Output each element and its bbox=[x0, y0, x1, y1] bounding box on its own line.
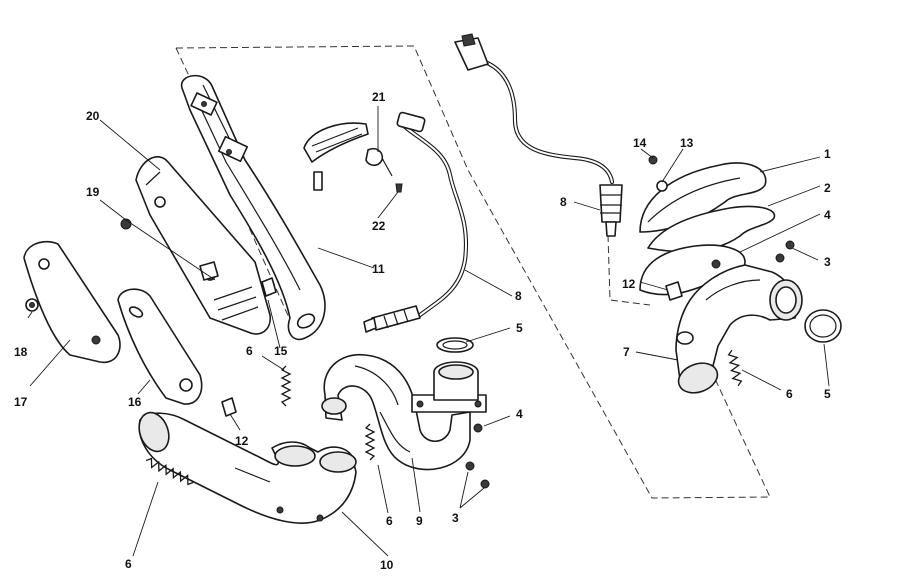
part-6-spring-far-right bbox=[727, 349, 743, 387]
part-3-nut-middle-b bbox=[480, 479, 490, 489]
callout-6-center-left: 6 bbox=[246, 344, 253, 358]
part-8-sensor-right bbox=[454, 33, 623, 237]
callouts: 1 2 3 3 4 4 5 5 6 6 6 6 7 8 8 9 10 11 12… bbox=[14, 90, 831, 572]
callout-3-right: 3 bbox=[824, 255, 831, 269]
callout-21: 21 bbox=[372, 90, 386, 104]
callout-4-right: 4 bbox=[824, 208, 831, 222]
callout-6-bottom-left: 6 bbox=[125, 557, 132, 571]
part-5-gasket-right-inner bbox=[809, 314, 837, 338]
sensor-guide-line bbox=[607, 234, 651, 306]
callout-19: 19 bbox=[86, 185, 100, 199]
part-12-clip-left bbox=[221, 397, 237, 417]
callout-5-middle: 5 bbox=[516, 321, 523, 335]
part-10-lower-pipe bbox=[138, 411, 357, 524]
part-5-gasket-left bbox=[436, 337, 474, 353]
callout-13: 13 bbox=[680, 136, 694, 150]
callout-6-far-right: 6 bbox=[786, 387, 793, 401]
part-15-clip bbox=[261, 277, 277, 297]
leader-lines bbox=[27, 106, 830, 557]
part-4-nut-middle bbox=[473, 423, 483, 433]
callout-20: 20 bbox=[86, 109, 100, 123]
callout-2: 2 bbox=[824, 181, 831, 195]
callout-15: 15 bbox=[274, 344, 288, 358]
callout-16: 16 bbox=[128, 395, 142, 409]
assembly-boundary bbox=[175, 45, 771, 499]
part-5-gasket-left-inner bbox=[442, 340, 468, 350]
part-6-spring-right bbox=[364, 423, 376, 461]
part-21-bracket bbox=[303, 122, 393, 191]
callout-8-right-sensor: 8 bbox=[560, 195, 567, 209]
part-11-link-pipe bbox=[181, 74, 326, 341]
part-6-spring-center bbox=[280, 365, 292, 407]
callout-14: 14 bbox=[633, 136, 647, 150]
part-13-washer bbox=[656, 180, 668, 192]
part-12-clip-right bbox=[665, 281, 683, 301]
callout-4-middle: 4 bbox=[516, 407, 523, 421]
part-17-outer-shield bbox=[23, 240, 121, 364]
part-6-spring-left bbox=[145, 457, 194, 486]
part-14-screw bbox=[648, 155, 658, 165]
callout-10: 10 bbox=[380, 558, 394, 572]
callout-22: 22 bbox=[372, 219, 386, 233]
part-4-cover bbox=[639, 244, 746, 296]
part-8-sensor-left bbox=[363, 111, 469, 333]
callout-18: 18 bbox=[14, 345, 28, 359]
callout-12-left: 12 bbox=[235, 434, 249, 448]
part-16-inner-shield bbox=[117, 288, 203, 405]
callout-9: 9 bbox=[416, 514, 423, 528]
part-22-bolt bbox=[395, 183, 403, 193]
callout-6-center: 6 bbox=[386, 514, 393, 528]
part-3-nut-right-a bbox=[785, 240, 795, 250]
callout-3-middle: 3 bbox=[452, 511, 459, 525]
callout-8-left-sensor: 8 bbox=[515, 289, 522, 303]
part-3-nut-right-b bbox=[775, 253, 785, 263]
part-3-nut-middle-a bbox=[465, 461, 475, 471]
callout-11: 11 bbox=[372, 262, 385, 276]
callout-7: 7 bbox=[623, 345, 630, 359]
part-9-s-pipe bbox=[321, 353, 487, 471]
part-7-manifold bbox=[675, 264, 803, 394]
callout-1: 1 bbox=[824, 147, 831, 161]
part-18-nut-center bbox=[29, 302, 35, 308]
callout-17: 17 bbox=[14, 395, 28, 409]
part-20-heat-shield bbox=[135, 156, 271, 335]
callout-5-right: 5 bbox=[824, 387, 831, 401]
callout-12-right: 12 bbox=[622, 277, 636, 291]
